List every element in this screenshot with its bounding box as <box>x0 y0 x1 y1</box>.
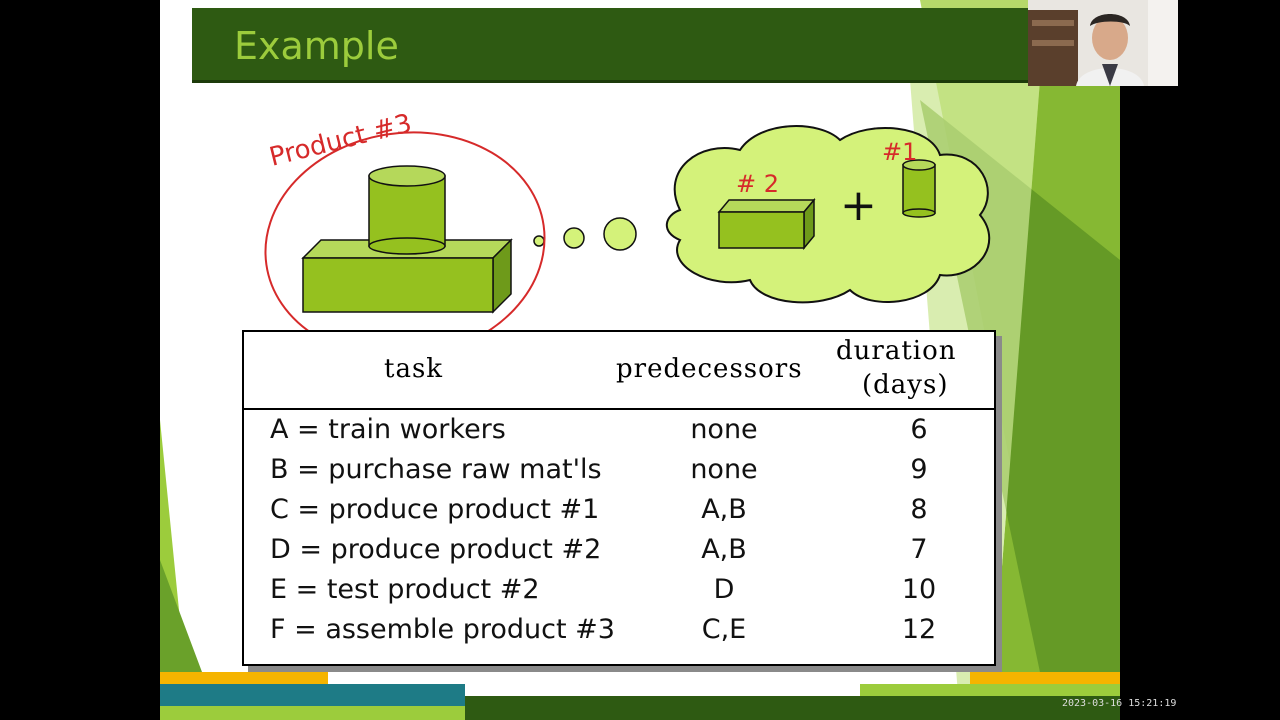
task-table: task predecessors duration (days) A = tr… <box>242 330 996 666</box>
table-row: E = test product #2 D 10 <box>244 574 994 614</box>
thought-bubble-large <box>603 217 637 251</box>
slide-title: Example <box>234 24 399 68</box>
cell-predecessors: A,B <box>701 534 747 565</box>
table-row: B = purchase raw mat'ls none 9 <box>244 454 994 494</box>
footer-stripes <box>160 672 1120 720</box>
cell-predecessors: none <box>690 414 758 445</box>
cell-task: D = produce product #2 <box>270 534 602 565</box>
cell-predecessors: A,B <box>701 494 747 525</box>
header-task: task <box>384 354 444 384</box>
recording-timestamp: 2023-03-16 15:21:19 <box>1062 698 1177 709</box>
cell-duration: 8 <box>910 494 928 525</box>
table-row: C = produce product #1 A,B 8 <box>244 494 994 534</box>
cell-duration: 12 <box>901 614 937 645</box>
handwritten-number-2: # 2 <box>736 170 779 198</box>
handwritten-number-1: #1 <box>882 138 917 166</box>
cell-task: F = assemble product #3 <box>270 614 615 645</box>
cell-duration: 10 <box>901 574 937 605</box>
plus-sign: + <box>840 180 877 231</box>
product-diagram: + Product #3 # 2 #1 <box>264 109 991 359</box>
cylinder-shape-product-3 <box>368 165 446 255</box>
cylinder-shape-product-1 <box>902 159 936 218</box>
cell-task: B = purchase raw mat'ls <box>270 454 602 485</box>
cell-predecessors: D <box>713 574 735 605</box>
webcam-video-tile <box>1028 0 1178 86</box>
header-duration-unit: (days) <box>862 370 949 400</box>
thought-bubble-medium <box>563 227 585 249</box>
cell-task: E = test product #2 <box>270 574 540 605</box>
cell-task: A = train workers <box>270 414 506 445</box>
cell-task: C = produce product #1 <box>270 494 600 525</box>
title-bar: Example <box>192 8 1072 83</box>
box-shape-product-2 <box>717 197 816 251</box>
slide: Example + <box>160 0 1120 720</box>
table-row: A = train workers none 6 <box>244 414 994 454</box>
header-duration: duration <box>836 336 957 366</box>
table-row: D = produce product #2 A,B 7 <box>244 534 994 574</box>
cell-duration: 9 <box>910 454 928 485</box>
table-header: task predecessors duration (days) <box>244 332 994 410</box>
header-predecessors: predecessors <box>616 354 803 384</box>
cell-predecessors: none <box>690 454 758 485</box>
cell-predecessors: C,E <box>701 614 747 645</box>
box-shape-product-3 <box>301 238 513 314</box>
cell-duration: 6 <box>910 414 928 445</box>
presenter-avatar <box>1028 0 1178 86</box>
cell-duration: 7 <box>910 534 928 565</box>
table-row: F = assemble product #3 C,E 12 <box>244 614 994 654</box>
